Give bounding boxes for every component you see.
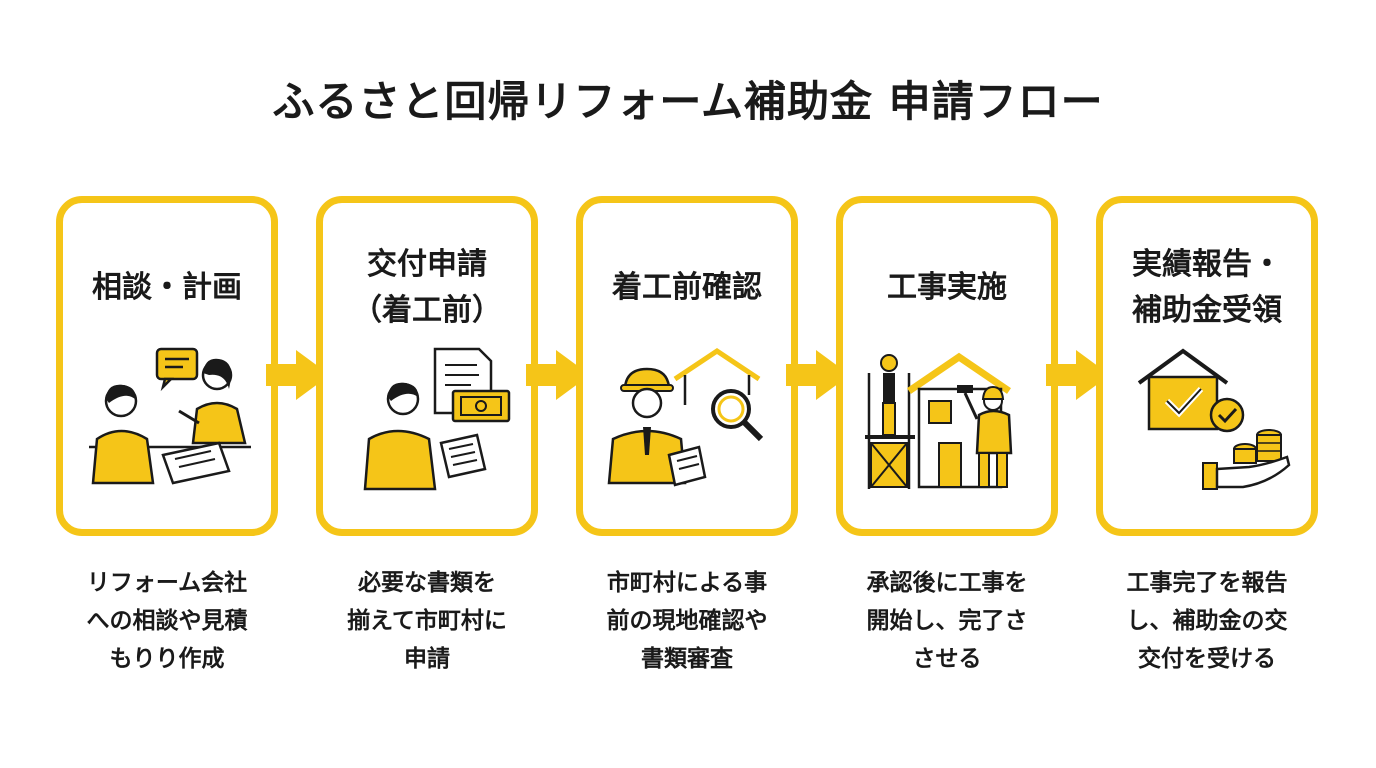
step-description: 必要な書類を 揃えて市町村に 申請 [347,570,507,672]
flow-arrow-icon [526,350,590,400]
step-title: 着工前確認 [612,270,762,305]
step-card-subsidy-receipt: 実績報告・ 補助金受領 [1096,196,1318,536]
construction-icon [865,352,1013,489]
step-title: 工事実施 [887,270,1007,305]
flow-arrow-icon [266,350,330,400]
page-title: ふるさと回帰リフォーム補助金 申請フロー [272,77,1104,126]
step-description: 承認後に工事を 開始し、完了さ させる [866,570,1028,672]
step-title: 相談・計画 [92,270,242,305]
consultation-icon [89,347,251,485]
step-description: リフォーム会社 への相談や見積 もりり作成 [86,570,248,672]
flow-arrow-icon [786,350,850,400]
step-description: 工事完了を報告 し、補助金の交 交付を受ける [1126,570,1288,672]
step-card-consultation: 相談・計画 [56,196,278,536]
application-icon [363,347,511,491]
flow-arrow-icon [1046,350,1110,400]
step-title: 実績報告・ 補助金受領 [1132,247,1282,328]
subsidy-receipt-icon [1137,348,1291,490]
step-description: 市町村による事 前の現地確認や 書類審査 [606,570,768,672]
inspection-icon [607,347,764,487]
step-title: 交付申請 （着工前） [352,247,502,328]
step-card-application: 交付申請 （着工前） [316,196,538,536]
step-card-inspection: 着工前確認 [576,196,798,536]
step-card-construction: 工事実施 [836,196,1058,536]
